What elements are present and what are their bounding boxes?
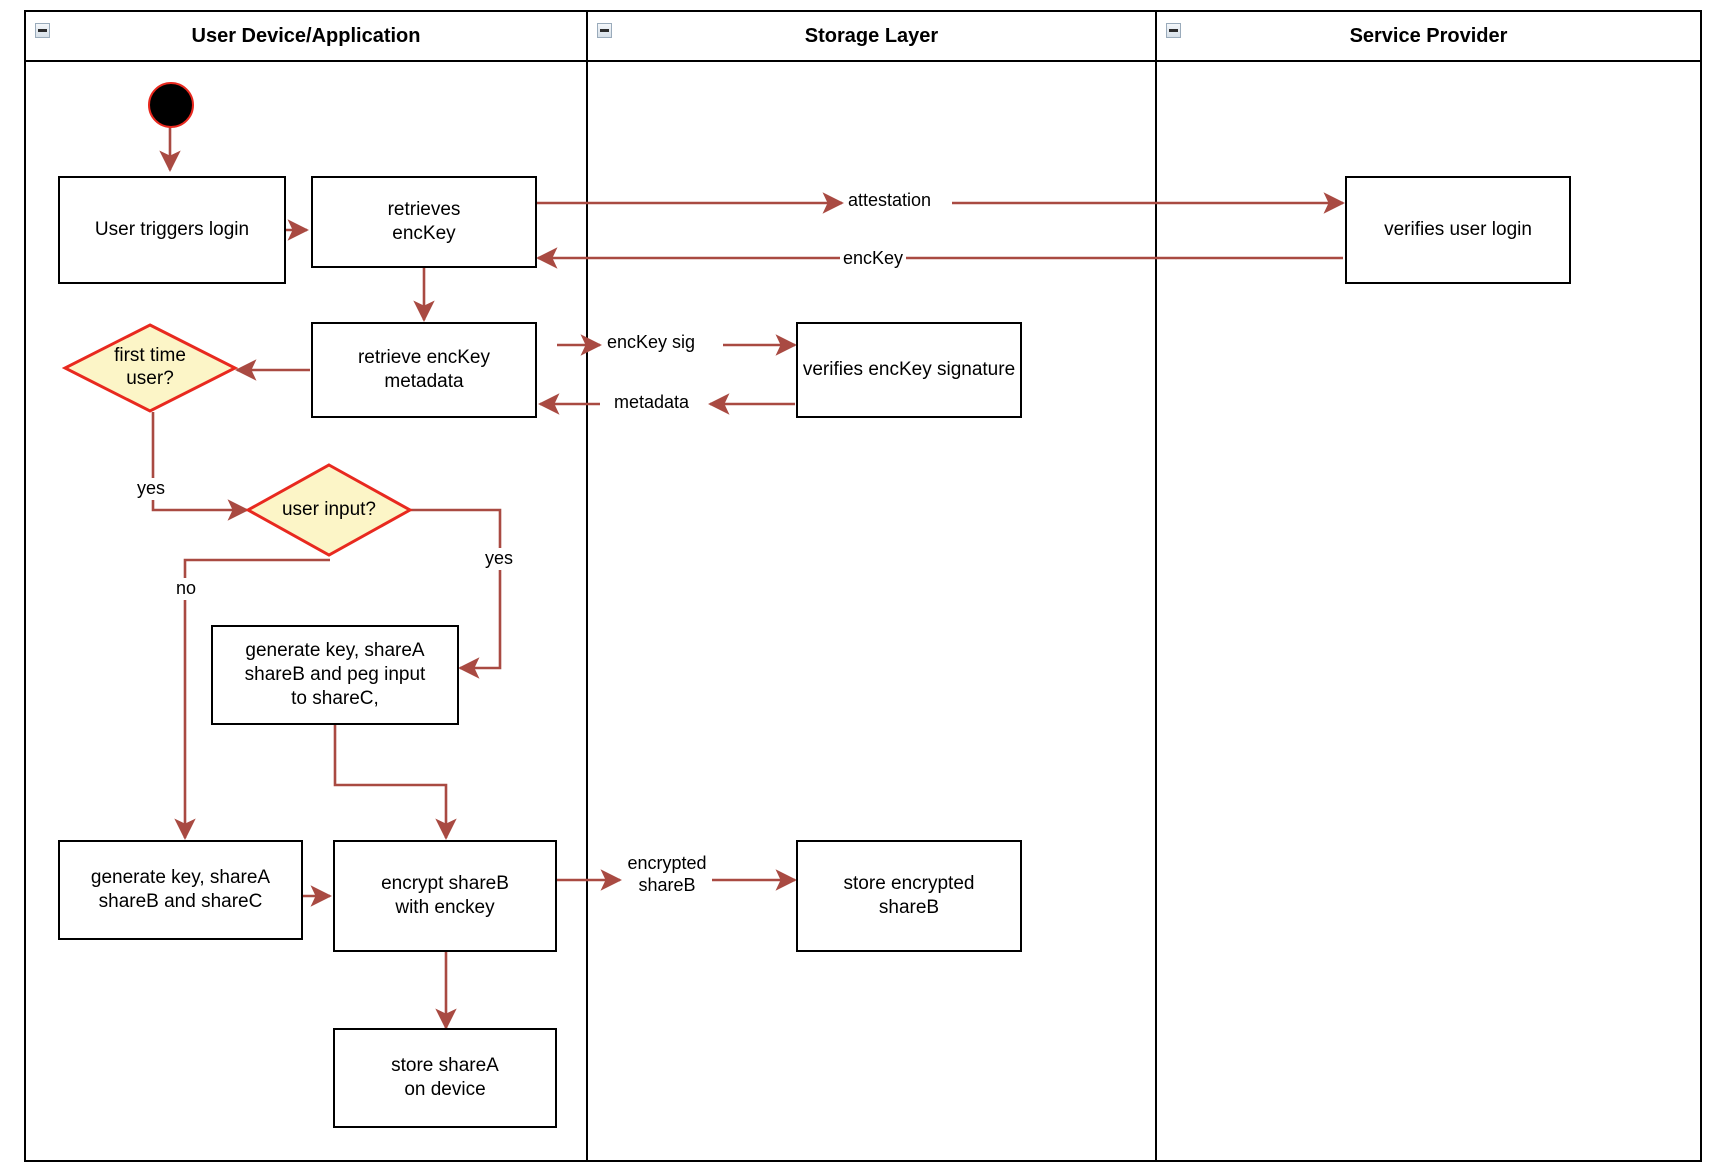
diamond-shape-icon (245, 463, 413, 557)
node-verifies-enckey-signature[interactable]: verifies encKey signature (796, 322, 1022, 418)
node-store-sharea-on-device[interactable]: store shareA on device (333, 1028, 557, 1128)
decision-first-time-user-label: first time user? (114, 345, 186, 389)
edge-label-encrypted-shareb: encrypted shareB (622, 853, 712, 897)
lane-title-service-provider: Service Provider (1349, 24, 1508, 47)
edge-label-metadata: metadata (611, 392, 693, 414)
decision-user-input[interactable]: user input? (245, 462, 413, 558)
lane-title-storage-layer: Storage Layer (804, 24, 939, 47)
node-generate-peg-input[interactable]: generate key, shareA shareB and peg inpu… (211, 625, 459, 725)
node-retrieves-enckey[interactable]: retrieves encKey (311, 176, 537, 268)
lane-title-user-device: User Device/Application (191, 24, 421, 47)
lane-header-service-provider[interactable]: Service Provider (1157, 12, 1700, 62)
edge-label-no-user-input: no (173, 578, 200, 600)
decision-first-time-user[interactable]: first time user? (62, 322, 238, 414)
node-store-encrypted-shareb[interactable]: store encrypted shareB (796, 840, 1022, 952)
lane-divider-1 (586, 10, 588, 1162)
collapse-minus-icon[interactable] (35, 23, 50, 38)
edge-label-yes-first-time: yes (134, 478, 169, 500)
diamond-shape-icon (62, 323, 238, 413)
decision-user-input-label: user input? (281, 498, 376, 520)
node-encrypt-shareb[interactable]: encrypt shareB with enckey (333, 840, 557, 952)
node-retrieve-enckey-metadata[interactable]: retrieve encKey metadata (311, 322, 537, 418)
collapse-minus-icon[interactable] (597, 23, 612, 38)
lane-divider-2 (1155, 10, 1157, 1162)
lane-header-user-device[interactable]: User Device/Application (26, 12, 586, 62)
node-verifies-user-login[interactable]: verifies user login (1345, 176, 1571, 284)
edge-label-attestation: attestation (845, 190, 935, 212)
lane-header-storage-layer[interactable]: Storage Layer (588, 12, 1155, 62)
edge-label-yes-user-input: yes (482, 548, 517, 570)
edge-label-enckey-sig: encKey sig (604, 332, 699, 354)
edge-label-enckey: encKey (840, 248, 907, 270)
node-generate-shares[interactable]: generate key, shareA shareB and shareC (58, 840, 303, 940)
node-user-triggers-login[interactable]: User triggers login (58, 176, 286, 284)
swimlane-frame (24, 10, 1702, 1162)
start-node (148, 82, 194, 128)
collapse-minus-icon[interactable] (1166, 23, 1181, 38)
